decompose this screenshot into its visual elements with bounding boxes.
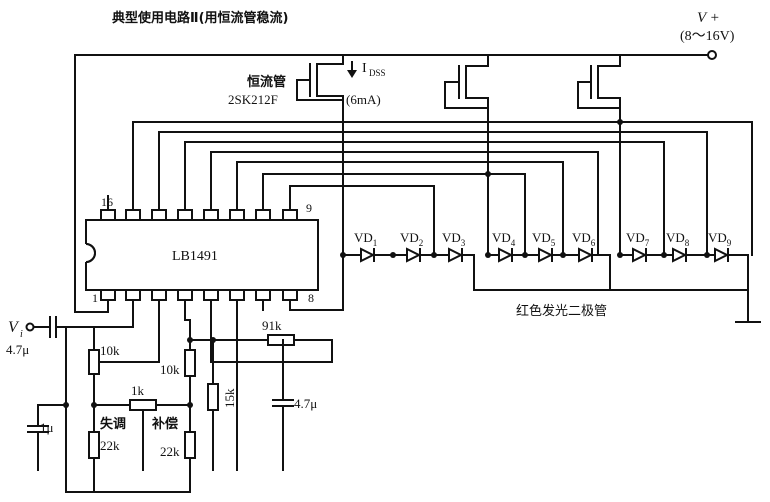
led-label-3: VD3 <box>442 230 466 248</box>
led-diode-4 <box>498 247 514 263</box>
resistor-10k-right <box>184 299 196 433</box>
r91k-label: 91k <box>262 318 282 333</box>
ic-lb1491 <box>84 219 319 291</box>
c1u-label: 1μ <box>40 420 54 435</box>
led-label-8: VD8 <box>666 230 690 248</box>
led-diode-1 <box>360 247 376 263</box>
led-label-7: VD7 <box>626 230 650 248</box>
pin1-label: 1 <box>92 291 98 305</box>
idss-sub: DSS <box>369 68 386 78</box>
input-terminal <box>25 322 35 332</box>
led-labels: VD1 VD2 VD3 VD4 VD5 VD6 VD7 VD8 VD9 <box>354 230 732 248</box>
supply-range: (8～16V) <box>680 29 735 44</box>
r1k-label: 1k <box>131 383 145 398</box>
supply-terminal: V + (8～16V) <box>680 10 735 60</box>
led-diode-6 <box>578 247 594 263</box>
led-diode-7 <box>632 247 648 263</box>
idss-value: (6mA) <box>346 92 381 107</box>
idss-label: I <box>362 61 367 76</box>
led-diode-3 <box>448 247 464 263</box>
led-label-9: VD9 <box>708 230 732 248</box>
led-group-label: 红色发光二极管 <box>516 303 607 319</box>
resistor-22k-left <box>88 431 100 459</box>
input-capacitor <box>33 299 134 338</box>
r10k-right-label: 10k <box>160 362 180 377</box>
fet-name: 恒流管 <box>247 74 286 90</box>
fet-2 <box>444 54 489 256</box>
input-sub: i <box>20 329 23 340</box>
resistor-15k <box>207 339 219 471</box>
input-label: V <box>8 319 20 336</box>
ic-name: LB1491 <box>172 249 218 264</box>
offset-label: 失调 <box>100 416 126 432</box>
pin8-label: 8 <box>308 291 314 305</box>
cin-label: 4.7μ <box>6 342 29 357</box>
led-diodes <box>360 247 730 263</box>
r22k-right-label: 22k <box>160 444 180 459</box>
led-string-1 <box>342 254 749 291</box>
pot-1k <box>93 399 191 471</box>
led-label-5: VD5 <box>532 230 556 248</box>
capacitor-1u <box>27 404 67 471</box>
diagram-title: 典型使用电路Ⅱ(用恒流管稳流) <box>112 10 288 26</box>
fet-part: 2SK212F <box>228 92 278 107</box>
led-diode-8 <box>672 247 688 263</box>
r10k-left-label: 10k <box>100 343 120 358</box>
resistor-91k <box>189 299 333 363</box>
r15k-label: 15k <box>222 388 237 408</box>
ic-pins <box>100 209 298 301</box>
capacitor-4-7u <box>272 339 294 471</box>
led-label-1: VD1 <box>354 230 377 248</box>
led-label-4: VD4 <box>492 230 516 248</box>
led-diode-9 <box>714 247 730 263</box>
pin9-label: 9 <box>306 201 312 215</box>
c47-label: 4.7μ <box>294 396 317 411</box>
fet-constant-current <box>289 54 357 311</box>
led-drive-wires <box>107 121 753 256</box>
resistor-22k-right <box>184 431 196 493</box>
pot-10k-left <box>88 299 160 493</box>
led-label-6: VD6 <box>572 230 596 248</box>
led-diode-5 <box>538 247 554 263</box>
r22k-left-label: 22k <box>100 438 120 453</box>
led-label-2: VD2 <box>400 230 423 248</box>
led-string-3 <box>619 254 749 323</box>
comp-label: 补偿 <box>151 416 178 432</box>
led-diode-2 <box>406 247 422 263</box>
supply-label: V + <box>697 10 720 26</box>
